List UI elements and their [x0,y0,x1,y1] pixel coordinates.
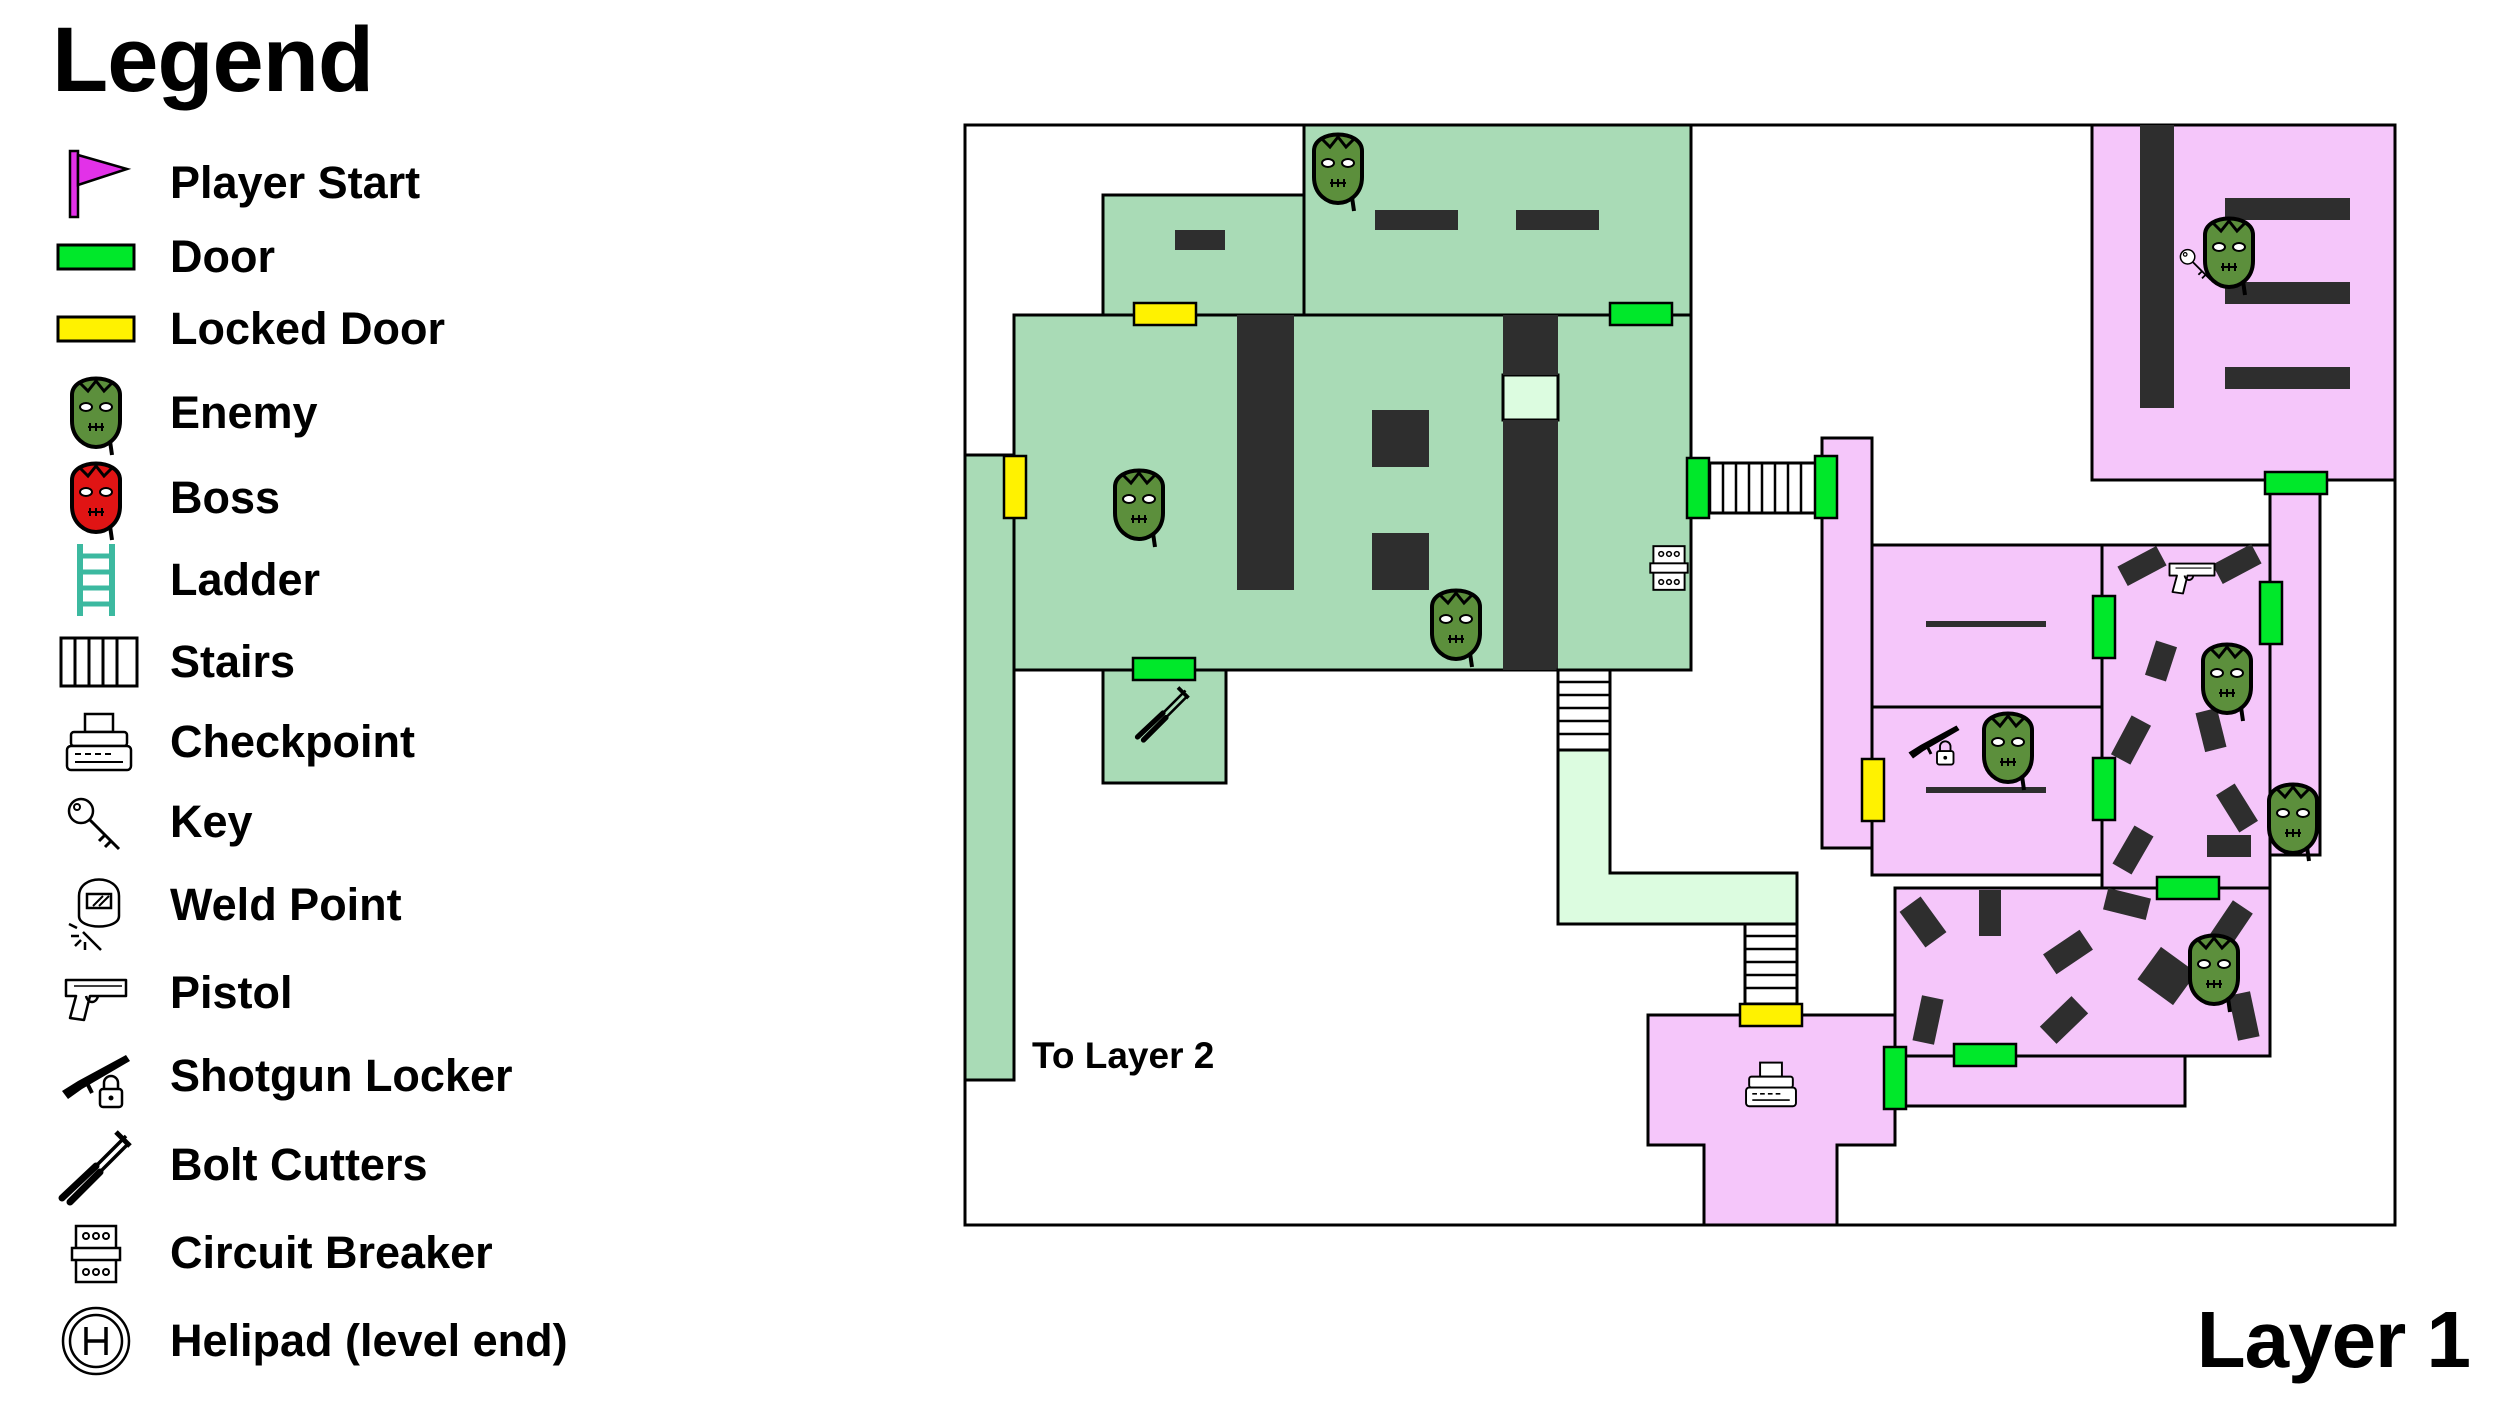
legend-label: Helipad (level end) [170,1315,568,1366]
room-south-green [1101,668,1228,785]
legend-label: Locked Door [170,303,446,354]
legend-label: Checkpoint [170,716,416,767]
locked-door[interactable] [1860,757,1886,823]
locked-door[interactable] [1002,454,1028,520]
legend-item-helipad: Helipad (level end) [50,1306,568,1376]
door[interactable] [1952,1042,2018,1068]
legend-label: Circuit Breaker [170,1227,493,1278]
legend-swatch [50,378,140,448]
wall-blocks [1175,125,2350,1045]
legend-swatch [50,707,140,777]
legend-swatch [50,148,140,218]
legend-item-player-start: Player Start [50,148,420,218]
layer-title: Layer 1 [2196,1295,2471,1384]
door[interactable] [1685,456,1711,520]
weld-point-icon [68,878,121,951]
locked-doors [1002,301,1886,1028]
legend-icons [56,149,139,1376]
helipad-icon [61,1306,131,1376]
legend-swatch [50,222,140,292]
legend-label: Boss [170,472,281,523]
legend-swatch [50,1306,140,1376]
legend-swatch [50,294,140,364]
legend-label: Door [170,231,275,282]
legend-label: Weld Point [170,879,402,930]
locked-door[interactable] [1132,301,1198,327]
exit-label-to-layer-2: To Layer 2 [1032,1035,1215,1076]
legend-item-enemy: Enemy [50,378,318,448]
legend-swatch [50,958,140,1028]
legend-item-locked-door: Locked Door [50,294,445,364]
door[interactable] [2263,470,2329,496]
legend-swatch [50,627,140,697]
locked-door-icon [56,315,136,343]
legend-swatch [50,1218,140,1288]
legend-item-shotgun-locker: Shotgun Locker [50,1041,513,1111]
corridor-pink-south [1893,1054,2187,1108]
door[interactable] [2091,756,2117,822]
door[interactable] [1608,301,1674,327]
door[interactable] [1882,1045,1908,1111]
legend-label: Shotgun Locker [170,1050,513,1101]
legend-label: Stairs [170,636,296,687]
legend-item-stairs: Stairs [50,627,295,697]
legend-item-pistol: Pistol [50,958,293,1028]
legend-swatch [50,787,140,857]
door[interactable] [1131,656,1197,682]
legend-item-weld-point: Weld Point [50,870,402,940]
doors [1131,301,2329,1111]
legend-label: Player Start [170,157,421,208]
legend-title: Legend [52,9,374,111]
legend-label: Ladder [170,554,321,605]
flag-icon [68,149,132,219]
legend-swatch [50,1130,140,1200]
door-icon [56,243,136,271]
vent-light-green [1501,373,1560,422]
room-northwest-green [1101,193,1306,317]
door[interactable] [2155,875,2221,901]
door[interactable] [1813,454,1839,520]
legend-swatch [50,463,140,533]
corridor-west-green [963,453,1016,1082]
legend-item-door: Door [50,222,275,292]
stairs-east-bridge [1695,461,1824,515]
legend-label: Enemy [170,387,318,438]
legend-label: Bolt Cutters [170,1139,428,1190]
ladder-icon [77,544,115,616]
legend-label: Key [170,796,253,847]
legend-item-ladder: Ladder [50,545,320,615]
legend-item-bolt-cutters: Bolt Cutters [50,1130,428,1200]
locked-door[interactable] [1738,1002,1804,1028]
door[interactable] [2258,580,2284,646]
legend-item-boss: Boss [50,463,280,533]
legend-label: Pistol [170,967,293,1018]
legend-swatch [50,1041,140,1111]
door[interactable] [2091,594,2117,660]
room-north-green [1302,123,1693,317]
legend-swatch [50,545,140,615]
stairs-to-checkpoint [1743,922,1799,1006]
circuit-breaker-pickup-icon [1649,545,1689,591]
legend-item-checkpoint: Checkpoint [50,707,415,777]
legend-swatch [50,870,140,940]
stairs-south-corridor [1556,668,1612,752]
stairs-icon [59,636,139,688]
legend-list: Player Start Door Locked Door Enemy Boss… [0,0,700,1406]
legend-item-key: Key [50,787,253,857]
legend-item-circuit-breaker: Circuit Breaker [50,1218,493,1288]
